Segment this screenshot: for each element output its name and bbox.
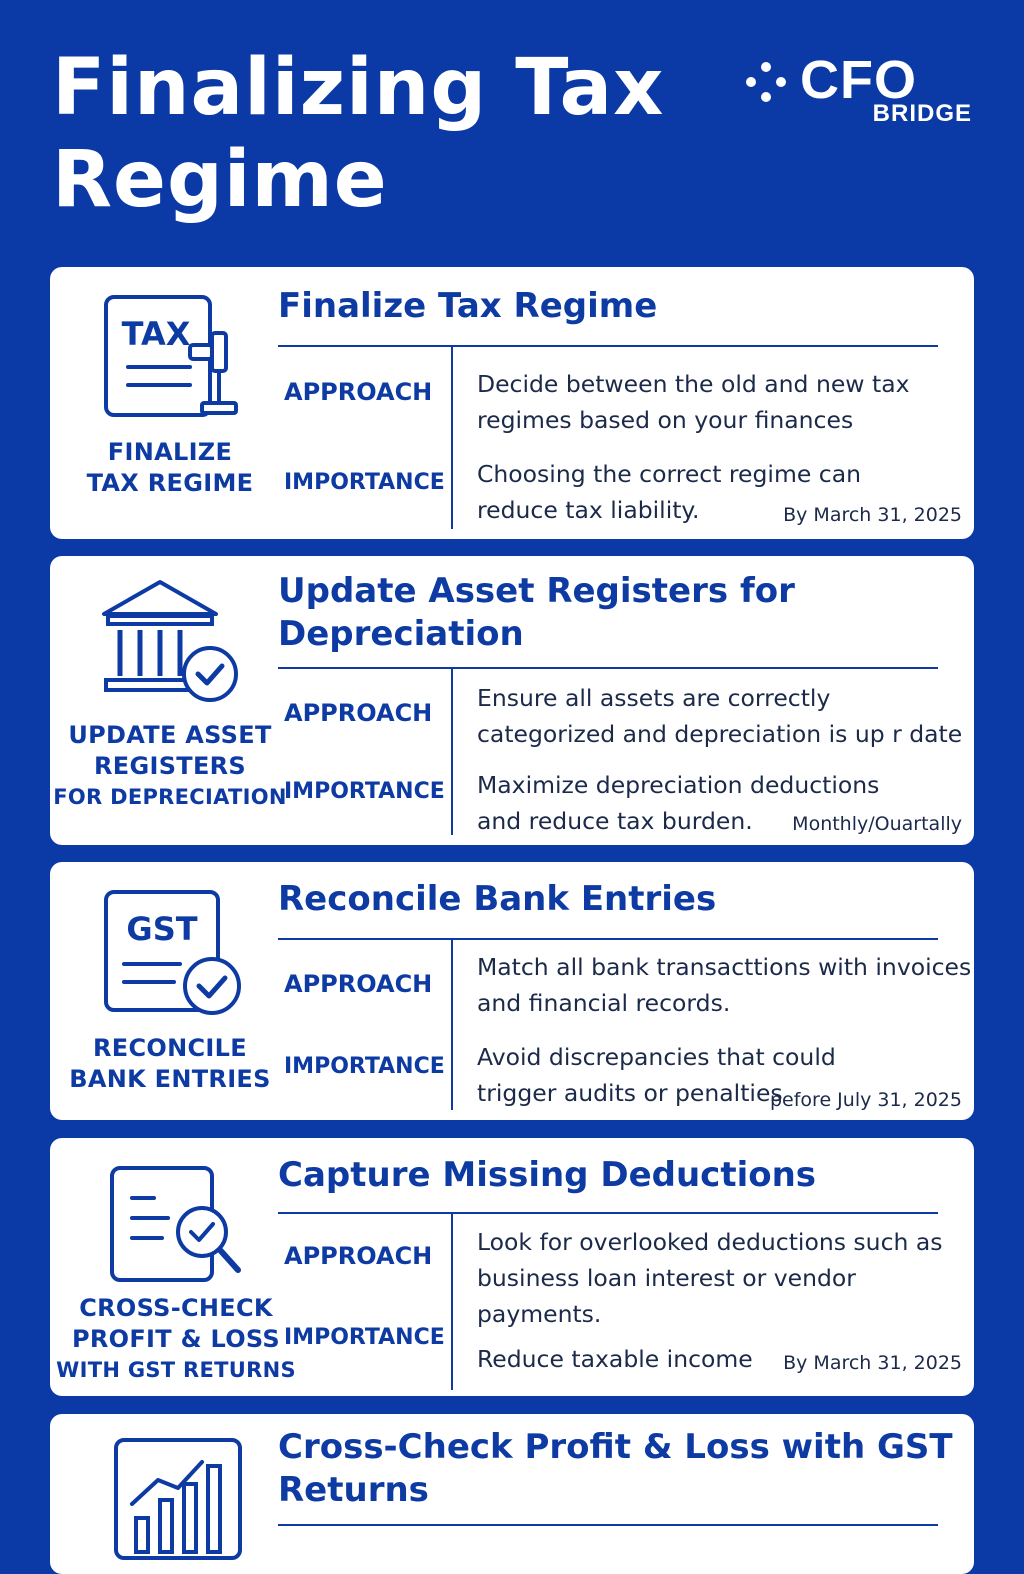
importance-text: Avoid discrepancies that could trigger a… — [477, 1043, 836, 1107]
card-update-asset-registers: UPDATE ASSET REGISTERS FOR DEPRECIATION … — [50, 556, 974, 845]
approach-text: Decide between the old and new tax regim… — [477, 370, 910, 434]
importance-text: Maximize depreciation deductions and red… — [477, 771, 880, 835]
cfo-bridge-logo: CFO BRIDGE — [744, 52, 974, 136]
document-magnifier-check-icon — [98, 1164, 248, 1294]
title-rule — [278, 938, 938, 940]
deadline-text: Monthly/Ouartally — [792, 813, 962, 835]
importance-label: IMPORTANCE — [284, 779, 445, 804]
card-title: Cross-Check Profit & Loss with GST Retur… — [278, 1427, 953, 1510]
importance-text: Choosing the correct regime can reduce t… — [477, 460, 861, 524]
svg-text:TAX: TAX — [122, 315, 191, 353]
bar-chart-trend-icon — [98, 1436, 248, 1566]
logo-main-text: CFO — [800, 50, 917, 110]
card-finalize-tax-regime: TAX FINALIZE TAX REGIME Finalize Tax Reg… — [50, 267, 974, 539]
approach-text: Look for overlooked deductions such as b… — [477, 1228, 943, 1328]
column-divider — [451, 940, 453, 1110]
importance-label: IMPORTANCE — [284, 1054, 445, 1079]
icon-caption: FINALIZE TAX REGIME — [86, 438, 254, 497]
icon-caption: CROSS-CHECK PROFIT & LOSS WITH GST RETUR… — [56, 1294, 296, 1382]
icon-caption: RECONCILE BANK ENTRIES — [69, 1034, 271, 1093]
approach-label: APPROACH — [284, 699, 433, 727]
card-title: Update Asset Registers for Depreciation — [278, 571, 795, 654]
tax-document-gavel-icon: TAX — [98, 293, 248, 423]
column-divider — [451, 669, 453, 835]
approach-text: Ensure all assets are correctly categori… — [477, 684, 963, 748]
column-divider — [451, 1214, 453, 1390]
gst-document-check-icon: GST — [98, 888, 248, 1018]
deadline-text: By March 31, 2025 — [783, 504, 962, 526]
card-capture-missing-deductions: CROSS-CHECK PROFIT & LOSS WITH GST RETUR… — [50, 1138, 974, 1396]
card-title: Capture Missing Deductions — [278, 1155, 817, 1195]
logo-sub-text: BRIDGE — [872, 100, 972, 127]
approach-label: APPROACH — [284, 1242, 433, 1270]
card-cross-check-profit-loss: Cross-Check Profit & Loss with GST Retur… — [50, 1414, 974, 1574]
header: Finalizing Tax Regime CFO BRIDGE — [0, 0, 1024, 260]
bank-building-check-icon — [98, 576, 248, 706]
approach-label: APPROACH — [284, 970, 433, 998]
importance-label: IMPORTANCE — [284, 1325, 445, 1350]
page-title: Finalizing Tax Regime — [52, 43, 665, 225]
card-title: Finalize Tax Regime — [278, 286, 658, 326]
title-rule — [278, 1524, 938, 1526]
approach-text: Match all bank transacttions with invoic… — [477, 953, 972, 1017]
column-divider — [451, 347, 453, 529]
importance-text: Reduce taxable income — [477, 1345, 753, 1373]
deadline-text: By March 31, 2025 — [783, 1352, 962, 1374]
title-rule — [278, 1212, 938, 1214]
importance-label: IMPORTANCE — [284, 470, 445, 495]
card-title: Reconcile Bank Entries — [278, 879, 717, 919]
title-rule — [278, 345, 938, 347]
icon-caption: UPDATE ASSET REGISTERS FOR DEPRECIATION — [53, 721, 287, 809]
logo-mark-icon — [746, 62, 786, 102]
title-rule — [278, 667, 938, 669]
card-reconcile-bank-entries: GST RECONCILE BANK ENTRIES Reconcile Ban… — [50, 862, 974, 1120]
svg-text:GST: GST — [126, 910, 197, 948]
deadline-text: pefore July 31, 2025 — [769, 1089, 962, 1111]
approach-label: APPROACH — [284, 378, 433, 406]
